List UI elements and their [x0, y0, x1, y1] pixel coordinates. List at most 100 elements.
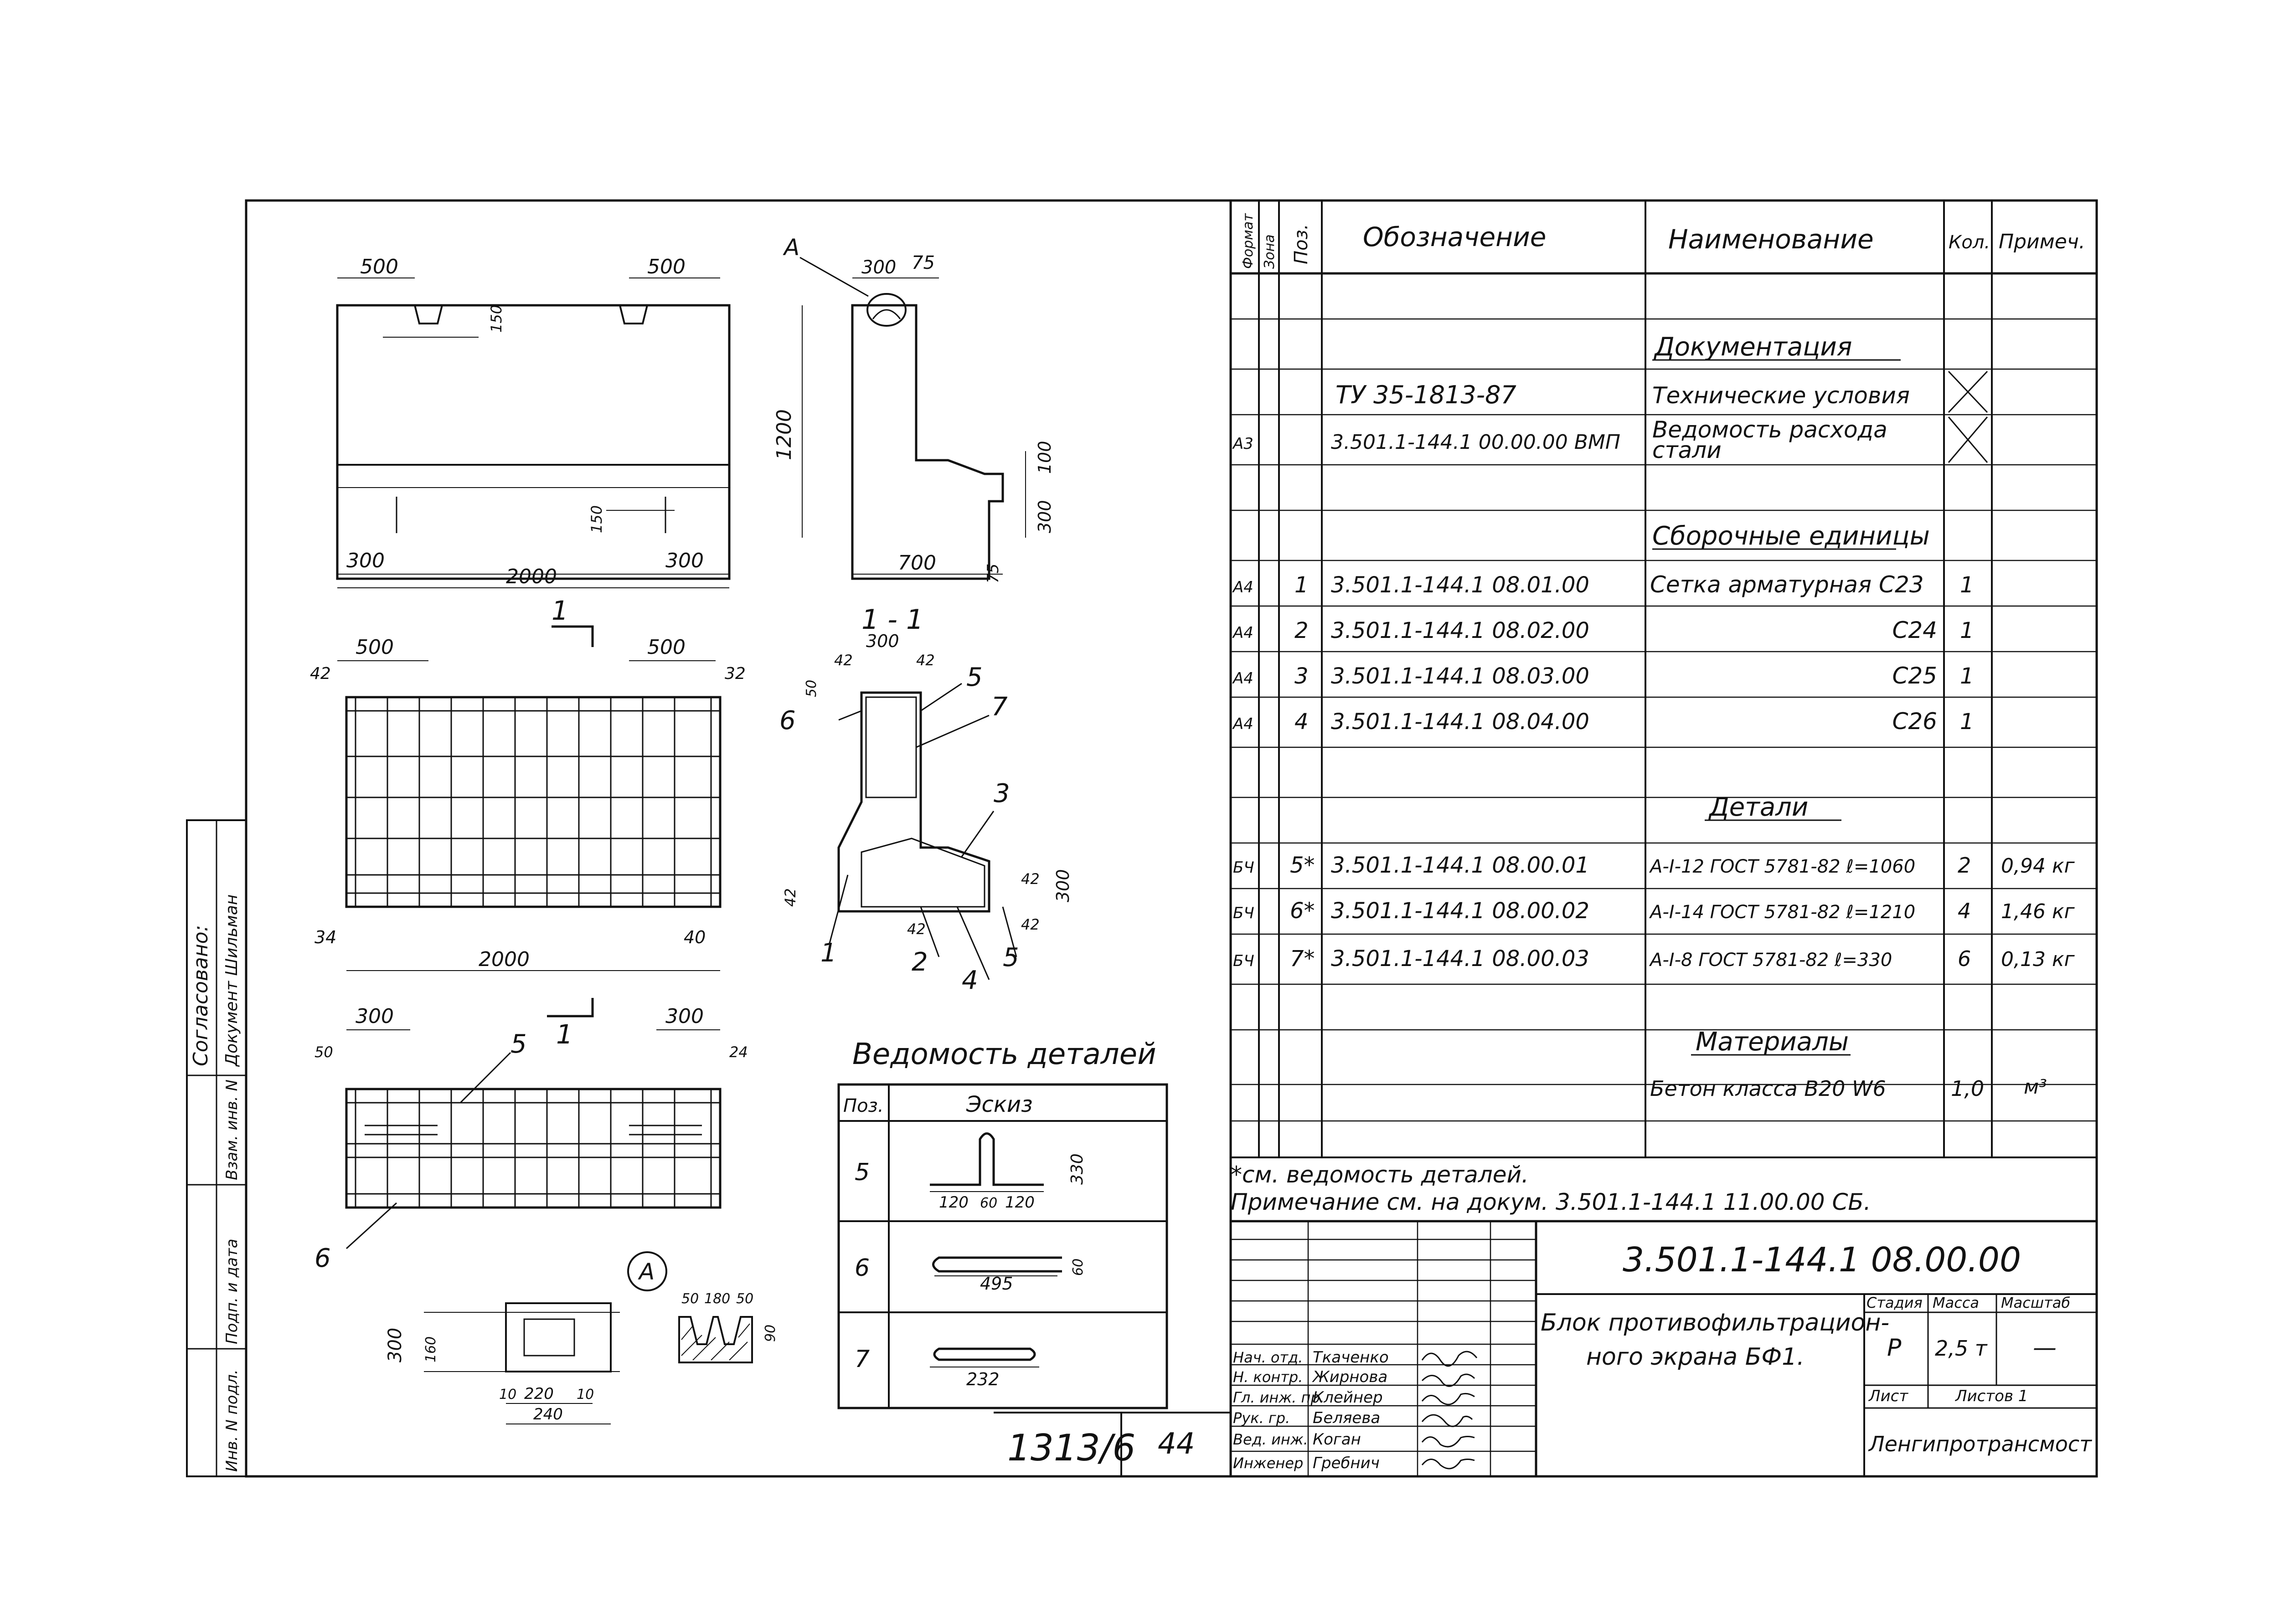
header-designation: Обозначение: [1363, 221, 1546, 252]
side-view: А 300 75 100 300 700 75: [783, 234, 1055, 583]
header-pos: Поз.: [1291, 224, 1312, 264]
sketch6-dim-60: 60: [1070, 1259, 1086, 1276]
row-6-pos: 6*: [1290, 898, 1315, 924]
row-6-name: А-I-14 ГОСТ 5781-82 ℓ=1210: [1649, 902, 1915, 923]
mass-value: 2,5 т: [1935, 1336, 1988, 1361]
detail-dim-50-b: 50: [736, 1291, 753, 1307]
dim-100: 100: [1035, 441, 1055, 474]
pos-5-label: 5: [966, 663, 983, 692]
scale-label: Масштаб: [2001, 1294, 2070, 1311]
section-mark-top: 1: [552, 595, 568, 626]
row-6-designation: 3.501.1-144.1 08.00.02: [1331, 898, 1589, 924]
row-1-name: Сетка арматурная С23: [1650, 571, 1924, 598]
pos-6-label: 6: [779, 706, 796, 735]
cross-mark: [1948, 370, 1988, 413]
role-6: Инженер: [1233, 1454, 1303, 1472]
mesh-dim-500-right: 500: [647, 636, 686, 659]
scale-value: —: [2033, 1334, 2057, 1362]
side-stamp-agreed: Согласовано:: [189, 925, 212, 1066]
side-stamp-cell-3: Инв. N подл.: [223, 1369, 241, 1472]
mesh-dim-500-left: 500: [356, 636, 394, 659]
row-4-format: А4: [1232, 715, 1253, 733]
role-6-name: Гребнич: [1313, 1454, 1380, 1472]
section-assemblies: Сборочные единицы: [1652, 521, 1930, 551]
role-4-name: Беляева: [1313, 1409, 1380, 1427]
dim-2000: 2000: [506, 565, 557, 588]
side-stamp-agreed-name: Документ Шильман: [222, 894, 241, 1067]
role-5-name: Коган: [1313, 1430, 1361, 1449]
row-1-pos: 1: [1294, 572, 1309, 598]
row-6-format: БЧ: [1233, 904, 1254, 922]
row-3-designation: 3.501.1-144.1 08.03.00: [1331, 663, 1589, 689]
mesh-dim-32: 32: [725, 664, 746, 683]
header-zone: Зона: [1262, 234, 1278, 269]
sketch5-dim-120-a: 120: [939, 1193, 969, 1212]
stage-value: Р: [1887, 1334, 1902, 1362]
section-documentation: Документация: [1653, 332, 1852, 362]
mesh-front-view: 500 500 42 32 34 40 2000 1 1: [310, 595, 746, 1050]
row-7-name: А-I-8 ГОСТ 5781-82 ℓ=330: [1649, 950, 1892, 971]
plan-dim-50: 50: [315, 1043, 333, 1061]
row-2-format: А4: [1232, 624, 1253, 642]
role-1: Нач. отд.: [1233, 1349, 1303, 1366]
detail-dim-10-a: 10: [499, 1387, 516, 1403]
role-1-name: Ткаченко: [1313, 1348, 1389, 1367]
row-3-name: С25: [1892, 663, 1937, 689]
details-sheet-title: Ведомость деталей: [852, 1038, 1156, 1071]
organization: Ленгипротрансмост: [1868, 1432, 2092, 1456]
row-7-designation: 3.501.1-144.1 08.00.03: [1331, 946, 1589, 971]
row-4-designation: 3.501.1-144.1 08.04.00: [1331, 709, 1589, 735]
dim-150-bottom: 150: [588, 505, 605, 533]
dim-75-bottom: 75: [984, 564, 1002, 583]
section-dim-42-c: 42: [782, 888, 799, 907]
header-note: Примеч.: [1999, 230, 2085, 253]
side-stamp-cell-1: Взам. инв. N: [223, 1079, 241, 1180]
row-3-pos: 3: [1294, 663, 1309, 689]
pos-1-label: 1: [820, 938, 837, 968]
dim-300: 300: [861, 257, 896, 278]
dim-300-right: 300: [665, 549, 704, 572]
plan-dim-300-right: 300: [665, 1005, 704, 1028]
dim-500-right: 500: [647, 255, 686, 278]
detail-A: А 300 160 220 10 10 240 50 180 50 90: [385, 1251, 779, 1424]
detail-dim-50-a: 50: [681, 1291, 699, 1307]
pos-3-label: 3: [994, 779, 1010, 808]
mesh-plan-view: 300 300 50 24 5 6: [315, 1005, 748, 1273]
section-dim-42-f: 42: [1021, 916, 1040, 933]
row-2-designation: 3.501.1-144.1 08.02.00: [1331, 618, 1589, 643]
details-row-6: 6: [855, 1254, 870, 1282]
dim-75-top: 75: [912, 252, 935, 273]
role-3-name: Клейнер: [1313, 1388, 1383, 1407]
sketch5-dim-120-b: 120: [1005, 1193, 1035, 1212]
pos-4-label: 4: [962, 966, 978, 995]
role-4: Рук. гр.: [1233, 1409, 1290, 1427]
detail-dim-240: 240: [533, 1405, 563, 1424]
row-1-format: А4: [1232, 578, 1253, 596]
row-2-pos: 2: [1294, 618, 1309, 643]
cross-mark: [1948, 416, 1988, 463]
sheet-label: Лист: [1868, 1387, 1908, 1405]
plan-dim-24: 24: [729, 1043, 748, 1061]
dim-1200: 1200: [773, 409, 796, 460]
role-2: Н. контр.: [1233, 1368, 1303, 1386]
sketch5-dim-60: 60: [980, 1195, 997, 1211]
dim-700: 700: [898, 551, 936, 575]
plan-pos-5: 5: [510, 1029, 527, 1059]
inventory-block: 1313/6 44: [994, 1412, 1231, 1476]
section-parts: Детали: [1708, 792, 1808, 822]
section-mark-bottom: 1: [556, 1019, 573, 1050]
row-5-note: 0,94 кг: [2001, 854, 2075, 878]
row-vmp-name2: стали: [1652, 437, 1722, 463]
note-line-2: Примечание см. на докум. 3.501.1-144.1 1…: [1231, 1189, 1871, 1215]
detail-A-label: А: [638, 1259, 655, 1285]
stage-label: Стадия: [1867, 1294, 1923, 1311]
row-3-format: А4: [1232, 669, 1253, 688]
section-dim-42-d: 42: [907, 920, 926, 938]
sketch5-dim-330: 330: [1068, 1153, 1087, 1185]
pos-7-label: 7: [991, 692, 1008, 722]
header-name: Наименование: [1668, 224, 1874, 255]
pos-2-label: 2: [912, 947, 928, 977]
header-format: Формат: [1240, 213, 1256, 269]
row-5-name: А-I-12 ГОСТ 5781-82 ℓ=1060: [1649, 856, 1915, 877]
